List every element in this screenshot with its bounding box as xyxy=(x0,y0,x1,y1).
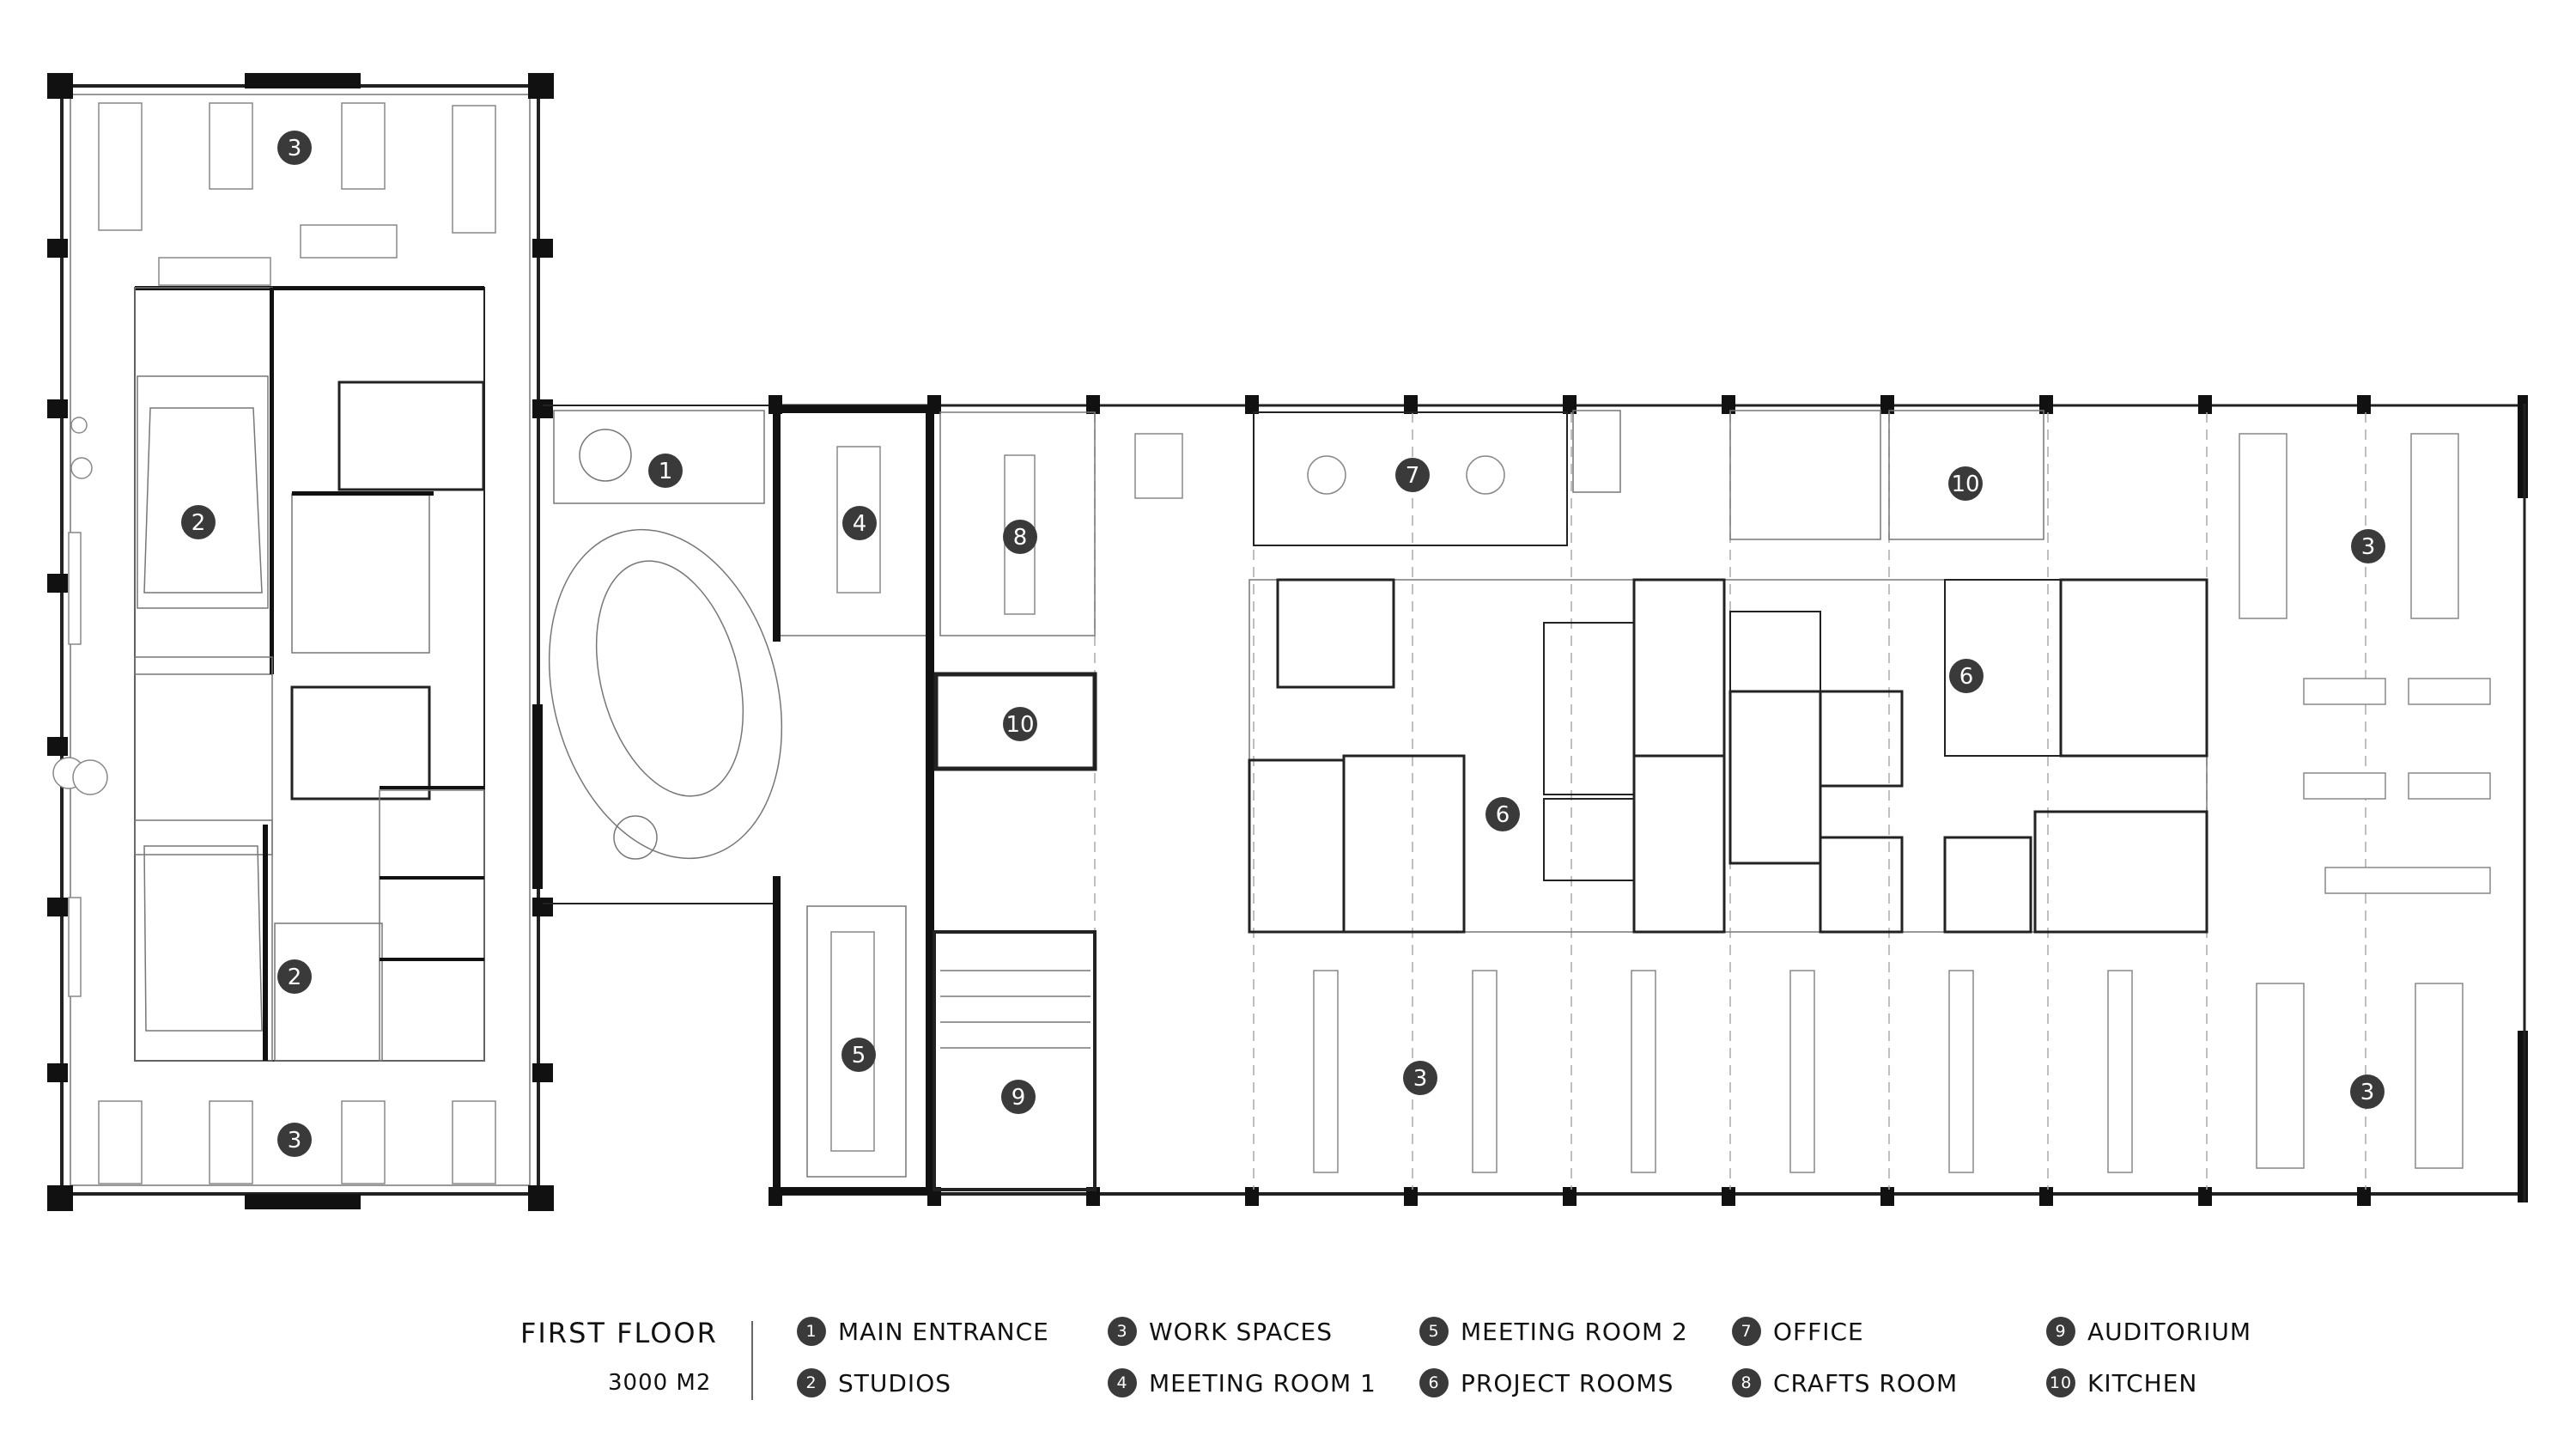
svg-text:4: 4 xyxy=(853,511,867,537)
legend-label: MEETING ROOM 2 xyxy=(1461,1317,1688,1346)
svg-text:3: 3 xyxy=(1413,1066,1428,1092)
room-marker-7: 7 xyxy=(1395,458,1430,492)
svg-text:6: 6 xyxy=(1496,802,1510,828)
room-marker-6: 6 xyxy=(1485,797,1520,831)
floor-area: 3000 M2 xyxy=(608,1370,712,1396)
svg-text:2: 2 xyxy=(191,510,206,536)
legend-badge: 1 xyxy=(797,1317,826,1346)
room-markers: 3 2 2 3 1 4 8 10 5 9 7 10 3 6 6 3 3 xyxy=(181,131,2385,1157)
legend-item-4: 4 MEETING ROOM 1 xyxy=(1108,1368,1376,1397)
svg-text:7: 7 xyxy=(1406,463,1420,489)
legend-badge: 5 xyxy=(1419,1317,1449,1346)
svg-text:2: 2 xyxy=(288,965,302,990)
svg-text:10: 10 xyxy=(1951,472,1979,497)
legend-label: CRAFTS ROOM xyxy=(1773,1368,1959,1397)
room-marker-1: 1 xyxy=(648,454,683,488)
legend-label: OFFICE xyxy=(1773,1317,1864,1346)
main-block xyxy=(769,395,2528,1206)
legend-divider xyxy=(751,1321,753,1400)
room-marker-3: 3 xyxy=(2351,529,2385,563)
legend-badge: 4 xyxy=(1108,1368,1137,1397)
legend-item-7: 7 OFFICE xyxy=(1732,1317,1864,1346)
svg-text:1: 1 xyxy=(659,459,673,484)
svg-text:3: 3 xyxy=(288,136,302,161)
svg-text:8: 8 xyxy=(1013,525,1028,551)
legend-item-5: 5 MEETING ROOM 2 xyxy=(1419,1317,1688,1346)
west-wing xyxy=(47,73,554,1211)
legend-item-8: 8 CRAFTS ROOM xyxy=(1732,1368,1958,1397)
svg-text:3: 3 xyxy=(288,1128,302,1154)
legend-item-2: 2 STUDIOS xyxy=(797,1368,951,1397)
svg-text:3: 3 xyxy=(2361,534,2376,560)
legend-badge: 2 xyxy=(797,1368,826,1397)
svg-text:3: 3 xyxy=(2360,1080,2375,1105)
room-marker-5: 5 xyxy=(841,1038,876,1072)
legend-label: KITCHEN xyxy=(2087,1368,2198,1397)
legend-badge: 9 xyxy=(2046,1317,2075,1346)
floor-title: FIRST FLOOR xyxy=(520,1317,718,1349)
legend-label: STUDIOS xyxy=(838,1368,952,1397)
room-marker-2: 2 xyxy=(181,505,216,539)
legend-badge: 8 xyxy=(1732,1368,1761,1397)
legend-label: MAIN ENTRANCE xyxy=(838,1317,1049,1346)
legend-badge: 10 xyxy=(2046,1368,2075,1397)
svg-text:9: 9 xyxy=(1012,1085,1026,1111)
legend-badge: 7 xyxy=(1732,1317,1761,1346)
legend-item-3: 3 WORK SPACES xyxy=(1108,1317,1333,1346)
room-marker-3: 3 xyxy=(277,131,312,165)
room-marker-8: 8 xyxy=(1003,520,1037,554)
room-marker-3: 3 xyxy=(1403,1061,1437,1095)
legend-item-10: 10 KITCHEN xyxy=(2046,1368,2197,1397)
legend-item-1: 1 MAIN ENTRANCE xyxy=(797,1317,1049,1346)
legend-label: WORK SPACES xyxy=(1149,1317,1333,1346)
svg-text:6: 6 xyxy=(1959,664,1974,690)
svg-text:10: 10 xyxy=(1005,712,1034,738)
room-marker-6: 6 xyxy=(1949,659,1984,693)
room-marker-2: 2 xyxy=(277,959,312,994)
legend-badge: 6 xyxy=(1419,1368,1449,1397)
room-marker-4: 4 xyxy=(842,506,877,540)
room-marker-3: 3 xyxy=(2350,1075,2385,1109)
legend-label: AUDITORIUM xyxy=(2087,1317,2251,1346)
room-marker-9: 9 xyxy=(1001,1080,1036,1114)
legend-badge: 3 xyxy=(1108,1317,1137,1346)
legend-label: MEETING ROOM 1 xyxy=(1149,1368,1376,1397)
legend-item-6: 6 PROJECT ROOMS xyxy=(1419,1368,1674,1397)
legend-label: PROJECT ROOMS xyxy=(1461,1368,1674,1397)
entrance-connector xyxy=(532,405,783,904)
legend-item-9: 9 AUDITORIUM xyxy=(2046,1317,2251,1346)
room-marker-3: 3 xyxy=(277,1123,312,1157)
svg-text:5: 5 xyxy=(852,1043,866,1068)
room-marker-10: 10 xyxy=(1948,466,1983,501)
room-marker-10: 10 xyxy=(1003,707,1037,741)
